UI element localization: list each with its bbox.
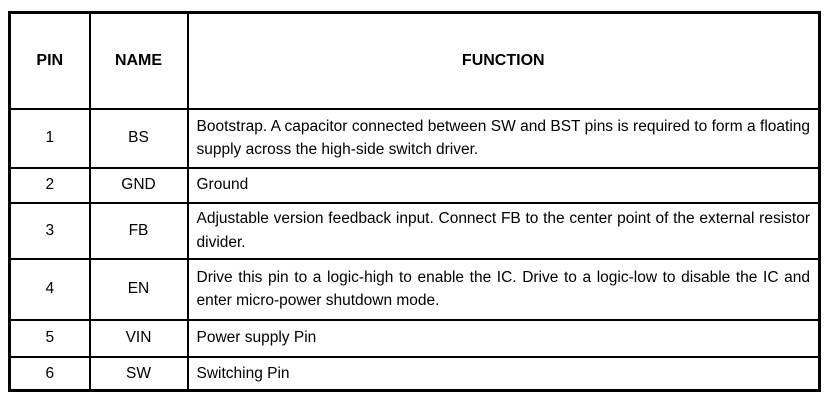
- pin-cell: 5: [8, 318, 91, 358]
- table-row: 6 SW Switching Pin: [8, 355, 821, 392]
- table-row: 4 EN Drive this pin to a logic-high to e…: [8, 257, 821, 321]
- name-cell: EN: [88, 257, 189, 321]
- header-name: NAME: [88, 11, 189, 110]
- function-cell: Adjustable version feedback input. Conne…: [186, 201, 821, 260]
- table-row: 1 BS Bootstrap. A capacitor connected be…: [8, 107, 821, 169]
- function-cell: Power supply Pin: [186, 318, 821, 358]
- function-cell: Drive this pin to a logic-high to enable…: [186, 257, 821, 321]
- name-cell: VIN: [88, 318, 189, 358]
- pin-function-table: PIN NAME FUNCTION 1 BS Bootstrap. A capa…: [8, 11, 821, 392]
- name-cell: BS: [88, 107, 189, 169]
- pin-cell: 1: [8, 107, 91, 169]
- function-cell: Bootstrap. A capacitor connected between…: [186, 107, 821, 169]
- header-pin: PIN: [8, 11, 91, 110]
- name-cell: FB: [88, 201, 189, 260]
- function-cell: Ground: [186, 166, 821, 204]
- pin-cell: 6: [8, 355, 91, 392]
- pin-cell: 2: [8, 166, 91, 204]
- name-cell: SW: [88, 355, 189, 392]
- pin-cell: 4: [8, 257, 91, 321]
- table-row: 5 VIN Power supply Pin: [8, 318, 821, 358]
- pin-cell: 3: [8, 201, 91, 260]
- table-row: 2 GND Ground: [8, 166, 821, 204]
- table-row: 3 FB Adjustable version feedback input. …: [8, 201, 821, 260]
- function-cell: Switching Pin: [186, 355, 821, 392]
- table-header-row: PIN NAME FUNCTION: [8, 11, 821, 110]
- header-function: FUNCTION: [186, 11, 821, 110]
- name-cell: GND: [88, 166, 189, 204]
